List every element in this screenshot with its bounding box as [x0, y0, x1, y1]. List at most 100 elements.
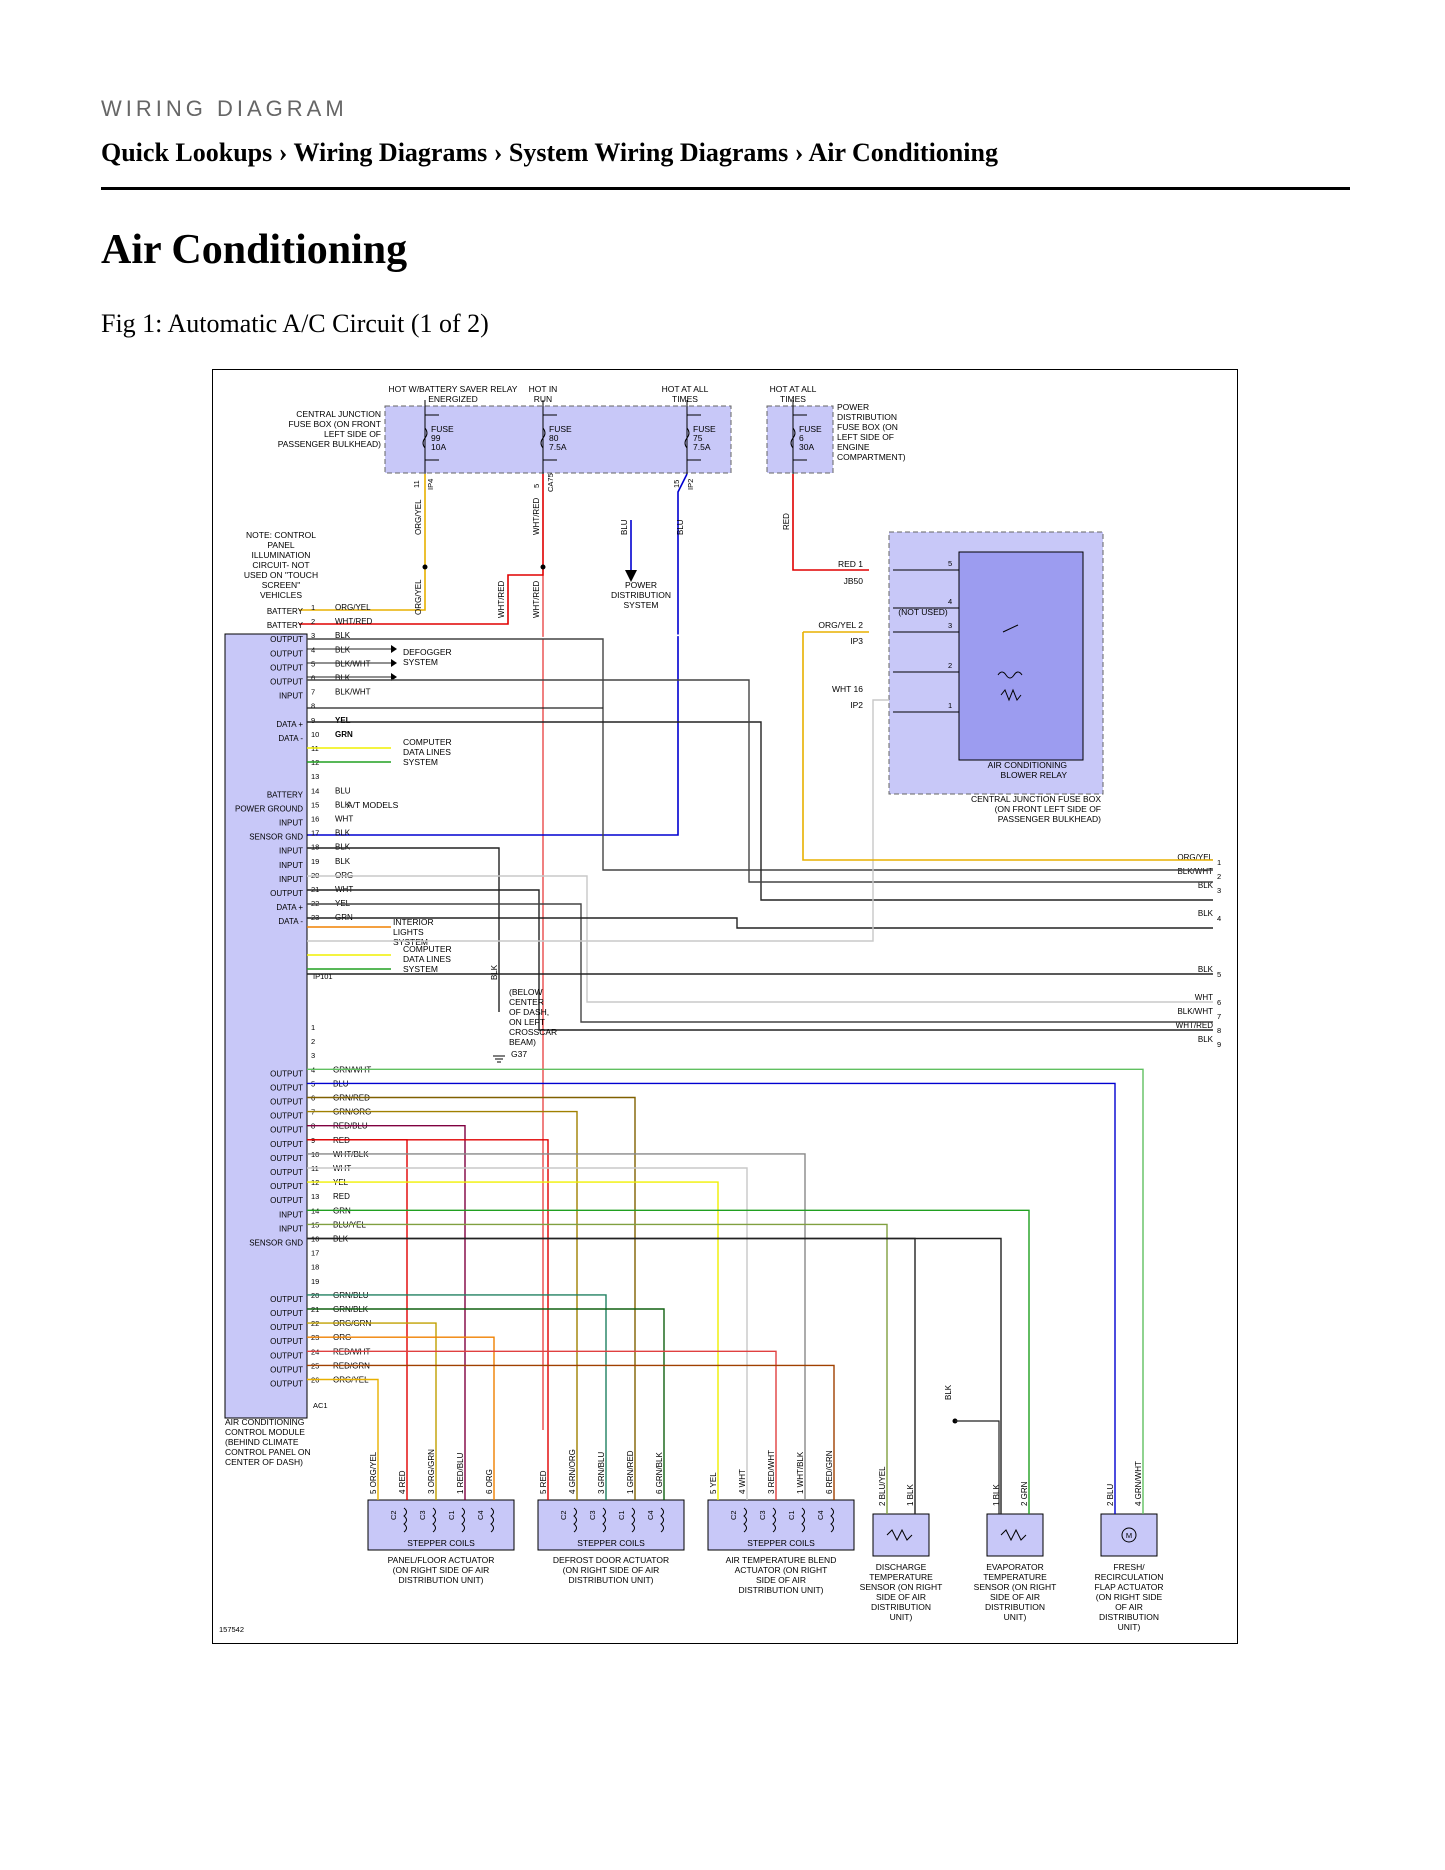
power-distribution-label: DISTRIBUTION	[837, 412, 897, 422]
connector-id: IP101	[313, 972, 333, 981]
breadcrumb-system-wiring-diagrams[interactable]: System Wiring Diagrams	[508, 138, 789, 167]
actuator-body	[707, 1499, 855, 1551]
fuse-label: 6	[799, 433, 804, 443]
module-pin: 2	[311, 617, 315, 626]
note-text: PANEL	[267, 540, 295, 550]
wire-actuator	[307, 1322, 437, 1500]
stepper-coils-label: STEPPER COILS	[577, 1538, 645, 1548]
note-text: VEHICLES	[260, 590, 302, 600]
module-function: BATTERY	[267, 607, 304, 616]
coil-label: C4	[646, 1510, 655, 1520]
right-pin: 3	[1217, 886, 1221, 895]
central-junction-fuse-box	[384, 405, 732, 474]
coil-label: C2	[729, 1510, 738, 1520]
hot-label: ENERGIZED	[428, 394, 478, 404]
module-name: (BEHIND CLIMATE	[225, 1437, 299, 1447]
relay-location: CENTRAL JUNCTION FUSE BOX	[971, 794, 1101, 804]
actuator-pin: 1 WHT/BLK	[796, 1451, 805, 1494]
wire-label: BLU	[620, 519, 629, 535]
fuse-label: 80	[549, 433, 559, 443]
power-distribution-fuse-box	[766, 405, 834, 474]
module-pin: 5	[311, 659, 315, 668]
relay-connector: IP2	[850, 700, 863, 710]
wire-actuator	[307, 1139, 549, 1500]
actuator-pin: 1 GRN/RED	[626, 1450, 635, 1494]
motor-letter: M	[1126, 1531, 1132, 1540]
at-models-label: A/T MODELS	[347, 800, 399, 810]
relay-input: RED 1	[838, 559, 863, 569]
actuator-body	[537, 1499, 685, 1551]
module-pin: 9	[311, 716, 315, 725]
breadcrumb-quick-lookups[interactable]: Quick Lookups	[101, 138, 273, 167]
stepper-coils-label: STEPPER COILS	[407, 1538, 475, 1548]
actuator-label: DISTRIBUTION UNIT)	[569, 1575, 654, 1585]
module-wire: BLK	[335, 645, 351, 654]
wire-actuator	[307, 1181, 719, 1500]
module-pin: 15	[311, 800, 319, 809]
relay-coil-icon	[997, 671, 1023, 679]
module-pin: 17	[311, 1249, 319, 1258]
note-text: SCREEN"	[262, 580, 300, 590]
actuator-pin: 3 RED/WHT	[767, 1450, 776, 1494]
sensor-body	[1100, 1513, 1158, 1557]
wire-wht-relay	[307, 699, 889, 942]
coil-label: C4	[816, 1510, 825, 1520]
breadcrumb-wiring-diagrams[interactable]: Wiring Diagrams	[293, 138, 488, 167]
right-pin: 8	[1217, 1026, 1221, 1035]
module-function: OUTPUT	[270, 1182, 303, 1191]
power-distribution-label: LEFT SIDE OF	[837, 432, 894, 442]
arrow-icon	[391, 645, 397, 653]
module-wire: YEL	[335, 716, 351, 725]
module-wire: BLK/WHT	[335, 659, 371, 668]
module-wire: ORG/YEL	[335, 603, 371, 612]
blower-relay	[958, 551, 1084, 761]
right-pin: 5	[1217, 970, 1221, 979]
note-text: ILLUMINATION	[252, 550, 311, 560]
relay-pin: 1	[948, 701, 952, 710]
coil-icon	[801, 1507, 805, 1533]
module-function: DATA +	[276, 720, 303, 729]
module-pin: 2	[311, 1037, 315, 1046]
sensor-body	[872, 1513, 930, 1557]
actuator-pin: 1 RED/BLU	[456, 1452, 465, 1494]
wire-label: WHT/RED	[532, 497, 541, 535]
page-title: Air Conditioning	[101, 227, 408, 273]
actuator-label: PANEL/FLOOR ACTUATOR	[388, 1555, 495, 1565]
module-function: INPUT	[279, 875, 303, 884]
relay-resistor-icon	[1000, 688, 1022, 702]
wire-blu	[299, 473, 688, 836]
hot-label: RUN	[534, 394, 552, 404]
sensor-label: SIDE OF AIR	[990, 1592, 1040, 1602]
actuator-label: DEFROST DOOR ACTUATOR	[553, 1555, 669, 1565]
central-junction-label: FUSE BOX (ON FRONT	[288, 419, 381, 429]
actuator-pin: 4 WHT	[738, 1469, 747, 1494]
right-pin: 7	[1217, 1012, 1221, 1021]
breadcrumb: Quick Lookups › Wiring Diagrams › System…	[101, 138, 998, 168]
data-lines-label: DATA LINES	[403, 954, 451, 964]
fuse-icon	[790, 427, 796, 449]
module-function: OUTPUT	[270, 889, 303, 898]
breadcrumb-air-conditioning[interactable]: Air Conditioning	[808, 138, 998, 167]
module-function: OUTPUT	[270, 635, 303, 644]
arrow-icon	[391, 659, 397, 667]
right-wire-label: BLK	[1198, 909, 1214, 918]
actuator-label: DISTRIBUTION UNIT)	[739, 1585, 824, 1595]
relay-pin: 2	[948, 661, 952, 670]
wire-actuator	[307, 1294, 607, 1500]
sensor-label: SIDE OF AIR	[876, 1592, 926, 1602]
sensor-label: RECIRCULATION	[1095, 1572, 1164, 1582]
module-function: OUTPUT	[270, 649, 303, 658]
wire-org-yel	[299, 474, 426, 611]
actuator-label: (ON RIGHT SIDE OF AIR	[393, 1565, 490, 1575]
connector-id: IP2	[686, 479, 695, 490]
ac-control-module	[224, 633, 308, 1419]
module-function: SENSOR GND	[249, 833, 303, 842]
hot-label: HOT AT ALL	[770, 384, 817, 394]
module-function: BATTERY	[267, 790, 304, 799]
right-wire-label: BLK	[1198, 881, 1214, 890]
module-name: AIR CONDITIONING	[225, 1417, 304, 1427]
fuse-icon	[540, 427, 546, 449]
fuse-label: FUSE	[693, 424, 716, 434]
ground-id: G37	[511, 1049, 527, 1059]
